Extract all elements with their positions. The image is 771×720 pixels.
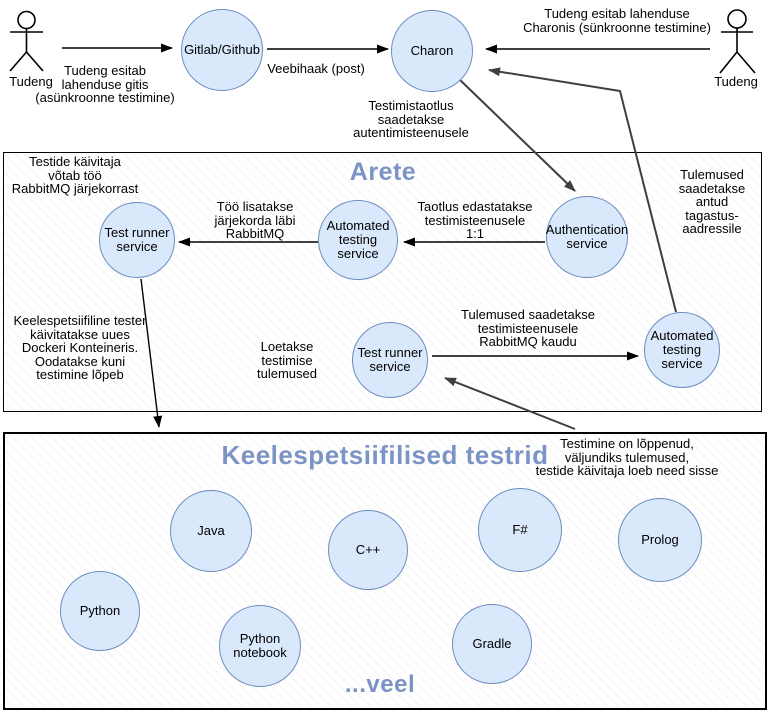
node-authentication: Authentication service xyxy=(546,196,628,278)
more-languages-label: ...veel xyxy=(344,671,416,698)
docker-note-label: Keelespetsiifiline tester käivitatakse u… xyxy=(13,313,147,382)
node-gitlab: Gitlab/Github xyxy=(181,9,263,91)
student-left-actor-icon xyxy=(9,10,44,72)
node-gitlab-label: Gitlab/Github xyxy=(184,42,260,57)
tests-done-label: Testimine on lõppenud, väljundiks tulemu… xyxy=(535,436,719,478)
node-fsharp: F# xyxy=(478,488,562,572)
node-python-label: Python xyxy=(79,603,121,618)
node-java-label: Java xyxy=(197,523,225,538)
node-prolog-label: Prolog xyxy=(641,532,679,547)
node-authentication-label: Authentication service xyxy=(545,222,629,251)
student-right-label: Tudeng xyxy=(714,74,758,89)
send-results-label: Tulemused saadetakse testimisteenusele R… xyxy=(461,307,595,349)
student-left-label: Tudeng xyxy=(9,74,53,89)
node-automated-testing-2-label: Automated testing service xyxy=(650,328,714,371)
node-python-notebook: Python notebook xyxy=(219,605,301,687)
node-charon-label: Charon xyxy=(410,43,454,58)
node-test-runner-2: Test runner service xyxy=(352,322,428,398)
language-tests-title: Keelespetsiifilised testrid xyxy=(221,440,549,470)
node-cpp-label: C++ xyxy=(355,542,381,557)
node-automated-testing-2: Automated testing service xyxy=(644,312,720,388)
node-charon: Charon xyxy=(391,10,473,92)
results-address-label: Tulemused saadetakse antud tagastus- aad… xyxy=(678,167,746,236)
node-automated-testing-1: Automated testing service xyxy=(318,200,398,280)
node-cpp: C++ xyxy=(328,510,408,590)
node-python-notebook-label: Python notebook xyxy=(233,631,287,660)
arete-title: Arete xyxy=(349,158,417,186)
node-prolog: Prolog xyxy=(618,498,702,582)
node-test-runner-1: Test runner service xyxy=(99,202,175,278)
node-test-runner-1-label: Test runner service xyxy=(104,225,170,254)
take-job-label: Testide käivitaja võtab töö RabbitMQ jär… xyxy=(11,154,139,196)
git-submit-label: Tudeng esitab lahenduse gitis (asünkroon… xyxy=(35,63,175,105)
test-request-label: Testimistaotlus saadetakse autentimistee… xyxy=(353,98,469,140)
node-gradle: Gradle xyxy=(452,604,532,684)
node-python: Python xyxy=(60,571,140,651)
node-java: Java xyxy=(170,490,252,572)
read-results-label: Loetakse testimise tulemused xyxy=(257,339,317,381)
forward-request-label: Taotlus edastatakse testimisteenusele 1:… xyxy=(417,199,533,241)
node-fsharp-label: F# xyxy=(512,522,528,537)
add-queue-label: Töö lisatakse järjekorda läbi RabbitMQ xyxy=(214,199,296,241)
charon-submit-label: Tudeng esitab lahenduse Charonis (sünkro… xyxy=(523,6,711,35)
webhook-label: Veebihaak (post) xyxy=(267,61,365,76)
node-test-runner-2-label: Test runner service xyxy=(357,345,423,374)
node-gradle-label: Gradle xyxy=(472,636,512,651)
node-automated-testing-1-label: Automated testing service xyxy=(326,218,390,261)
